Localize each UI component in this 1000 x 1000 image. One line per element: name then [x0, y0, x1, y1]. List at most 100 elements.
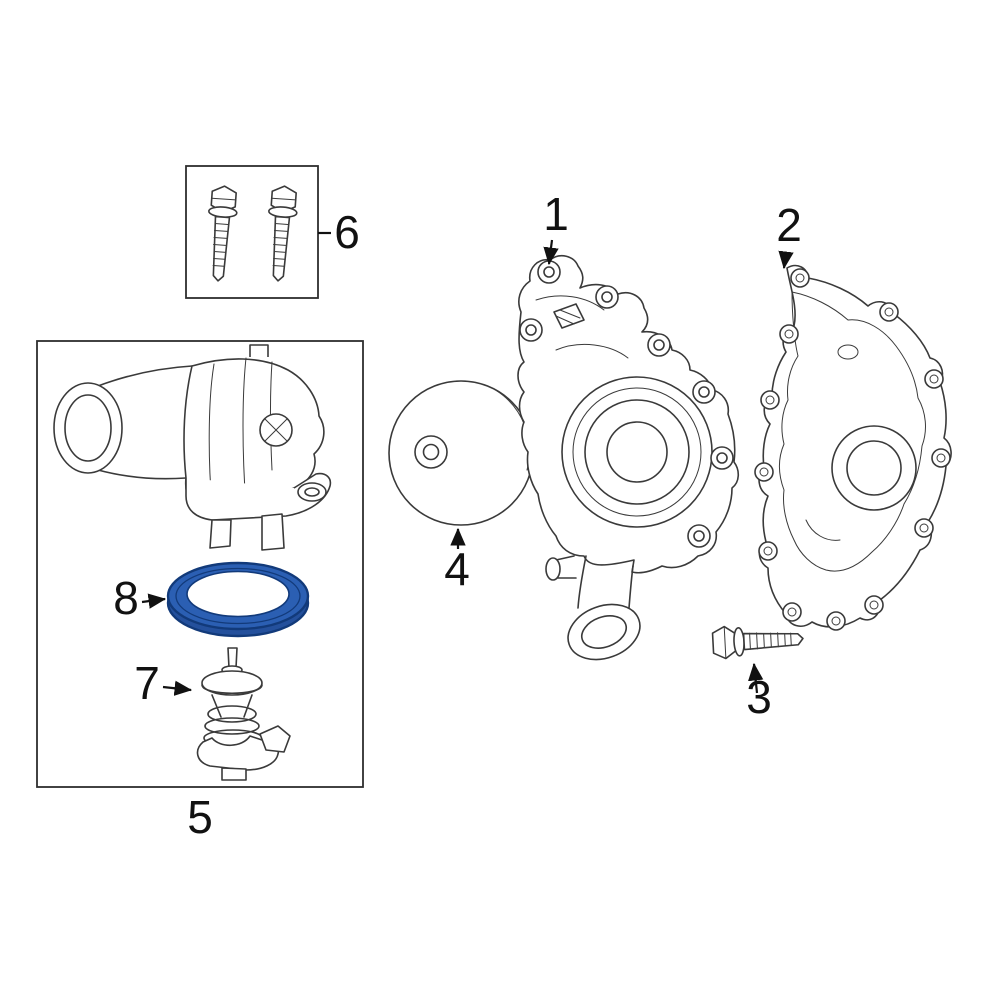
pump-hatch-mark: [553, 303, 585, 329]
callout-6: 6: [318, 206, 360, 258]
pump-contour-1: [535, 295, 605, 311]
pump-hatch-lines: [555, 309, 581, 325]
callout-6-label: 6: [334, 206, 360, 258]
housing-ear-hole-inner: [304, 487, 320, 497]
pump-bolt-ear-4: [692, 380, 716, 404]
bolt-shank: [272, 215, 291, 282]
thermostat-bottom-tab: [221, 767, 247, 781]
thermostat-pin: [227, 647, 238, 669]
part-7-thermostat: [196, 647, 291, 781]
pump-bolt-ear-5: [710, 446, 734, 470]
pump-housing-rim-inner-line: [572, 387, 702, 517]
bolt-threads: [749, 632, 792, 650]
part-2-gasket: [754, 264, 952, 631]
gasket-bolt-hole-10: [754, 462, 774, 482]
pump-stub-opening: [545, 557, 561, 581]
pump-bore-ring: [584, 399, 690, 505]
spring-coil-1: [207, 705, 257, 723]
housing-neck-opening-inner: [64, 394, 112, 462]
callout-2-arrow: [778, 250, 794, 270]
thermostat-dome: [201, 670, 263, 696]
callout-5: 5: [187, 791, 213, 843]
part-6-box: [185, 165, 319, 299]
pulley-hub-inner: [422, 443, 440, 461]
bolt-shank: [742, 632, 804, 651]
bolt-head-line: [211, 197, 237, 201]
callout-7-arrow: [162, 680, 193, 696]
pump-contour-2: [555, 344, 629, 359]
callout-4-label: 4: [444, 543, 470, 595]
part-8-seal-highlight: [166, 561, 310, 638]
part-6-bolt-1: [208, 185, 238, 282]
bolt-threads: [272, 223, 289, 267]
part-5-group: [36, 340, 364, 788]
seal-rim-line: [175, 567, 301, 625]
callout-8-arrow: [141, 593, 167, 609]
pump-outlet-pipe: [577, 555, 634, 609]
callout-1-arrow: [543, 239, 559, 266]
pump-bolt-ear-7: [519, 318, 543, 342]
gasket-bolt-hole-7: [826, 611, 846, 631]
gasket-bolt-hole-11: [760, 390, 780, 410]
part-3-bolt: [711, 625, 804, 660]
callout-1-label: 1: [543, 188, 569, 240]
gasket-bolt-hole-1: [790, 268, 810, 288]
part-6-group: [185, 165, 319, 299]
pump-hub: [606, 421, 668, 483]
gasket-small-cutout: [837, 344, 859, 360]
gasket-contour-detail: [805, 519, 841, 541]
housing-neck-bottom: [97, 469, 187, 480]
pump-bolt-ear-3: [647, 333, 671, 357]
callout-5-label: 5: [187, 791, 213, 843]
callout-1: 1: [543, 188, 569, 266]
callout-8: 8: [113, 572, 167, 624]
pump-bolt-ear-6: [687, 524, 711, 548]
thermostat-foot: [259, 725, 291, 753]
seal-center-hole: [186, 570, 290, 618]
gasket-bolt-hole-8: [782, 602, 802, 622]
callout-2: 2: [776, 199, 802, 270]
callout-7: 7: [134, 657, 193, 709]
gasket-bolt-hole-6: [864, 595, 884, 615]
gasket-bolt-hole-4: [931, 448, 951, 468]
spring-coil-2: [204, 717, 260, 735]
pulley-hub-outer: [414, 435, 448, 469]
gasket-center-ring-inner: [846, 440, 902, 496]
bolt-shank: [212, 215, 231, 282]
bolt-threads: [212, 223, 229, 267]
housing-top-nub: [249, 344, 269, 357]
callout-3-arrow: [748, 662, 764, 694]
gasket-bolt-hole-12: [779, 324, 799, 344]
thermostat-bracket: [211, 694, 253, 718]
housing-boss-cross: [264, 418, 288, 442]
gasket-bolt-hole-2: [879, 302, 899, 322]
gasket-bolt-hole-3: [924, 369, 944, 389]
callout-2-label: 2: [776, 199, 802, 251]
callout-4: 4: [444, 527, 470, 595]
pump-stub-lines: [555, 555, 577, 579]
thermostat-base: [196, 735, 280, 771]
gasket-bolt-hole-5: [914, 518, 934, 538]
gasket-bolt-hole-9: [758, 541, 778, 561]
housing-neck-top: [97, 365, 193, 387]
housing-tab-1: [209, 519, 232, 549]
part-4-pulley: [388, 380, 534, 526]
callout-3-label: 3: [746, 671, 772, 723]
pump-bolt-ear-1: [537, 260, 561, 284]
bolt-head-line: [723, 626, 727, 660]
housing-flange: [185, 472, 332, 521]
callout-7-label: 7: [134, 657, 160, 709]
part-1-water-pump: [517, 254, 740, 661]
gasket-inner-outline: [779, 291, 926, 572]
callout-8-label: 8: [113, 572, 139, 624]
gasket-center-ring-outer: [831, 425, 917, 511]
pump-bolt-ear-2: [595, 285, 619, 309]
housing-tab-2: [261, 513, 285, 551]
part-6-bolt-2: [268, 185, 298, 282]
thermostat-cup: [201, 684, 263, 694]
bolt-head-line: [271, 197, 297, 201]
housing-ear-hole-outer: [297, 482, 327, 502]
part-5-box: [36, 340, 364, 788]
